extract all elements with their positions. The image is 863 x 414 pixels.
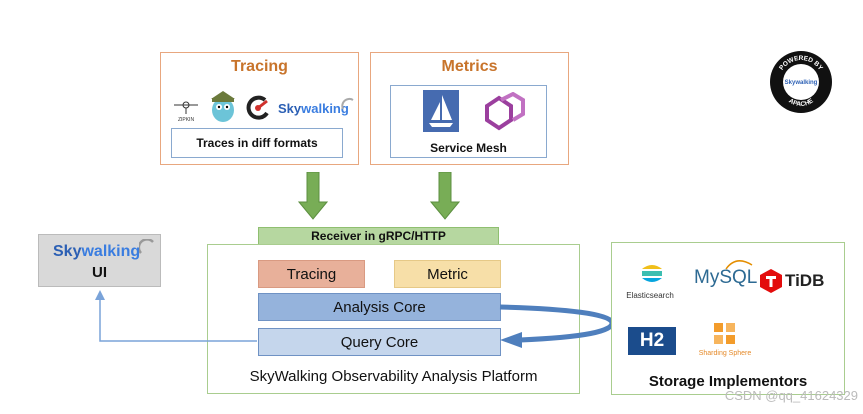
zipkin-icon: ZIPKIN xyxy=(171,97,201,123)
service-mesh-box: Service Mesh xyxy=(390,85,547,158)
sharding-sphere-icon xyxy=(712,321,738,347)
tracing-caption: Traces in diff formats xyxy=(196,136,318,150)
envoy-icon xyxy=(477,91,527,132)
h2-icon: H2 xyxy=(628,327,676,355)
tracing-caption-box: Traces in diff formats xyxy=(171,128,343,158)
query-to-ui-arrowhead xyxy=(95,290,105,300)
storage-loop-arrowhead xyxy=(500,332,522,348)
metrics-down-arrow xyxy=(429,171,461,220)
elasticsearch-label: Elasticsearch xyxy=(626,291,674,300)
skywalking-logo-text-b: walking xyxy=(301,101,349,116)
metrics-caption: Service Mesh xyxy=(430,141,507,155)
elasticsearch-icon xyxy=(640,263,664,285)
platform-metric-bar: Metric xyxy=(394,260,501,288)
badge-bottom-text: APACHE xyxy=(787,97,815,108)
istio-icon xyxy=(423,90,459,132)
ui-swoosh-icon xyxy=(137,238,155,255)
platform-caption: SkyWalking Observability Analysis Platfo… xyxy=(249,368,538,385)
badge-middle-text: Skywalking xyxy=(785,80,818,86)
ui-logo-text-b: walking xyxy=(81,243,141,260)
metrics-title: Metrics xyxy=(441,58,498,75)
query-to-ui-line xyxy=(99,298,257,342)
opencensus-icon xyxy=(245,95,271,121)
powered-by-apache-badge: POWERED BY APACHE Skywalking xyxy=(769,50,833,114)
skywalking-logo-text-a: Sky xyxy=(278,101,302,116)
watermark: CSDN @qq_41624329 xyxy=(724,388,858,403)
analysis-core-bar: Analysis Core xyxy=(258,293,501,321)
skywalking-logo: Skywalking xyxy=(278,101,358,119)
storage-panel: Elasticsearch MySQL TiDB H2 Sharding Sph… xyxy=(611,242,845,395)
ui-skywalking-logo: Skywalking xyxy=(53,243,153,261)
skywalking-swoosh-icon xyxy=(341,97,355,111)
ui-panel: Skywalking UI xyxy=(38,234,161,287)
tracing-down-arrow xyxy=(297,171,329,220)
tidb-label: TiDB xyxy=(785,271,825,290)
zipkin-label: ZIPKIN xyxy=(178,117,195,123)
h2-label: H2 xyxy=(639,330,665,351)
svg-text:APACHE: APACHE xyxy=(787,97,815,108)
mysql-label: MySQL xyxy=(694,267,758,288)
mysql-dolphin-icon xyxy=(724,255,754,271)
tidb-icon xyxy=(760,269,782,293)
sharding-sphere-label: Sharding Sphere xyxy=(698,350,752,357)
platform-tracing-bar: Tracing xyxy=(258,260,365,288)
ui-logo-text-a: Sky xyxy=(53,243,82,260)
jaeger-icon xyxy=(207,89,239,123)
query-core-bar: Query Core xyxy=(258,328,501,356)
platform-panel: Tracing Metric Analysis Core Query Core … xyxy=(207,244,580,394)
receiver-label: Receiver in gRPC/HTTP xyxy=(311,229,446,243)
ui-label: UI xyxy=(92,264,107,281)
storage-caption: Storage Implementors xyxy=(648,373,808,390)
tracing-title: Tracing xyxy=(231,58,288,75)
